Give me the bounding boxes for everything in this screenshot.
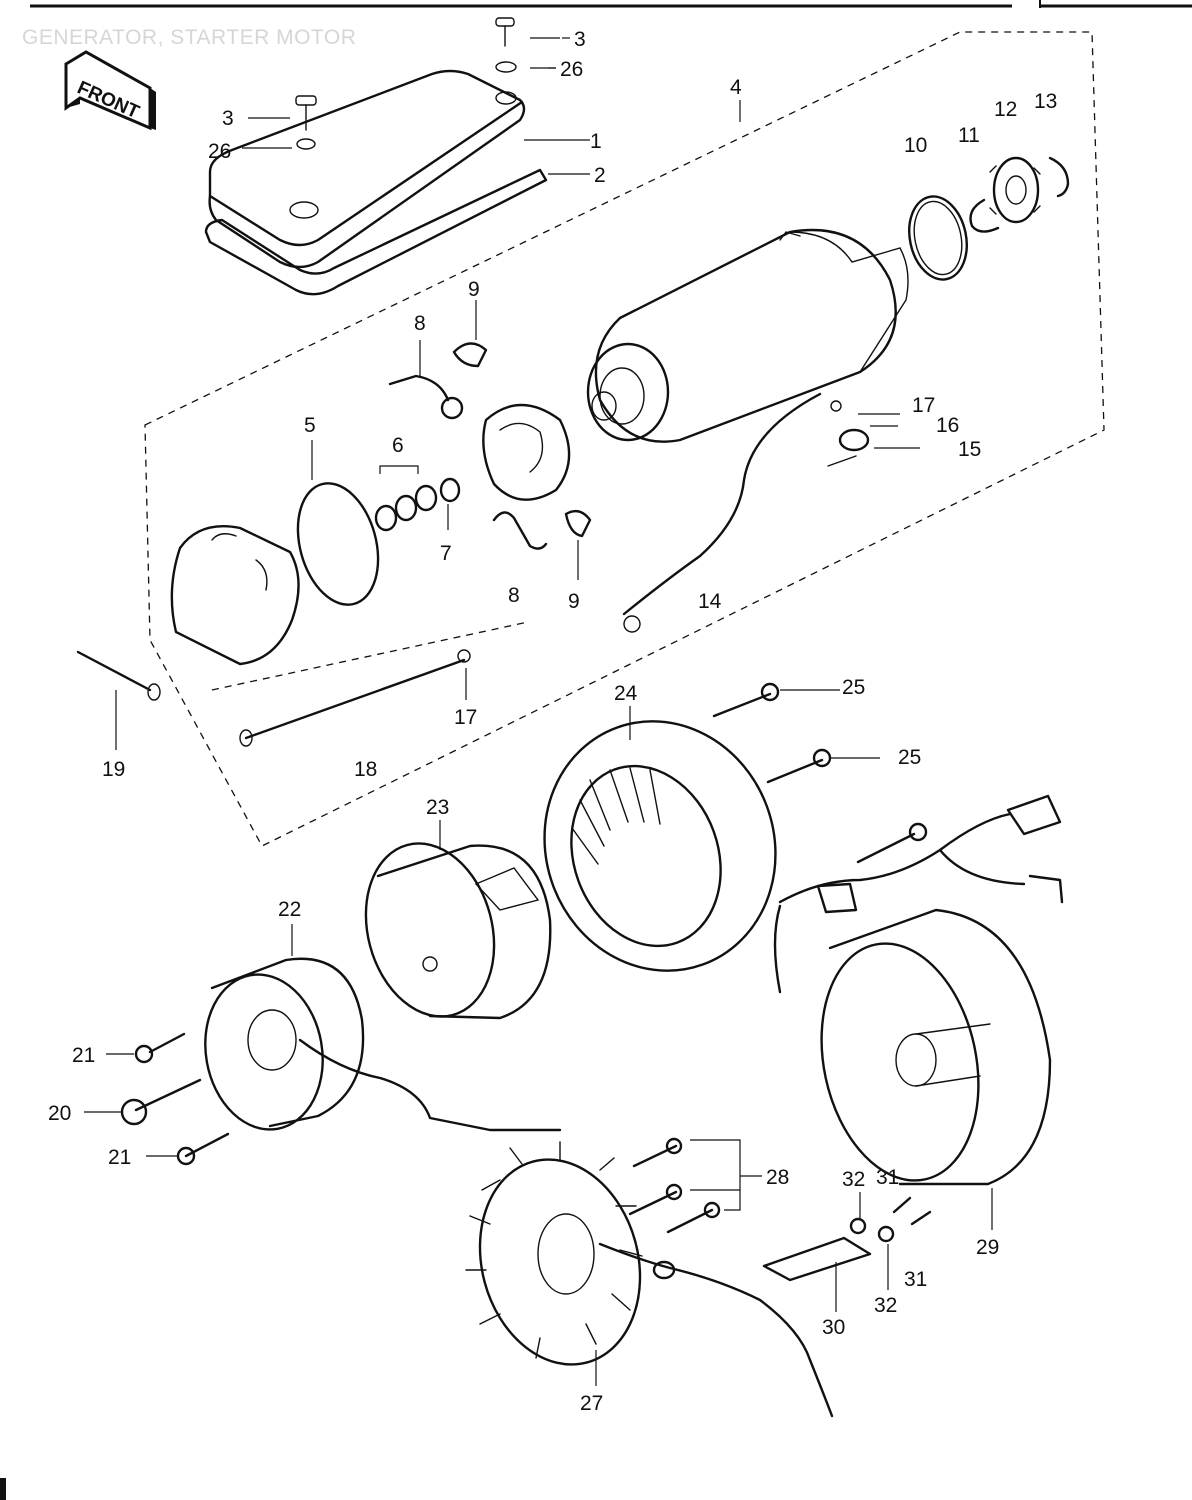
callout-13: 13 [1034,90,1057,113]
through-bolt [239,649,471,747]
callout-32-upper: 32 [842,1168,865,1191]
callout-19: 19 [102,758,125,781]
callout-4: 4 [730,76,742,99]
callout-18: 18 [354,758,377,781]
pickup-stator [465,1141,834,1418]
timing-plate [762,1196,932,1282]
callout-26: 26 [208,140,231,163]
callout-2: 2 [594,164,606,187]
stator-coil [543,720,777,972]
callout-20: 20 [48,1102,71,1125]
starter-cable [622,392,822,633]
pickup-screws [628,1137,721,1234]
assembly-axis [211,621,529,691]
callout-31-upper: 31 [876,1166,899,1189]
callout-23: 23 [426,796,449,819]
callout-31-lower: 31 [904,1268,927,1291]
brush-plate [482,403,571,501]
callout-16: 16 [936,414,959,437]
brush-lower [492,509,592,550]
callout-6: 6 [392,434,404,457]
callout-32-lower: 32 [874,1294,897,1317]
page-edge-mark [0,1478,6,1500]
callout-14: 14 [698,590,722,613]
callout-22: 22 [278,898,301,921]
starter-pinion-gear [989,156,1041,224]
callout-5: 5 [304,414,316,437]
callout-12: 12 [994,98,1017,121]
starter-o-ring [908,195,968,281]
rotor [204,957,562,1132]
end-cover [170,525,300,666]
starter-group-outline [144,31,1105,847]
callout-27: 27 [580,1392,603,1415]
callout-9-upper: 9 [468,278,480,301]
shim-washers [374,477,461,532]
o-ring-large [296,482,380,606]
flywheel-cover [820,908,1052,1186]
terminal-nuts [827,400,870,467]
callout-8-lower: 8 [508,584,520,607]
callout-21-upper: 21 [72,1044,95,1067]
callout-28: 28 [766,1166,789,1189]
callout-3: 3 [222,107,234,130]
callout-25-lower: 25 [898,746,921,769]
callout-15: 15 [958,438,981,461]
circlip [969,198,1000,233]
callout-25-upper: 25 [842,676,865,699]
callouts: 3 26 3 26 1 2 4 10 11 12 13 9 8 5 6 7 8 … [48,28,1057,1415]
callout-24: 24 [614,682,638,705]
callout-9-lower: 9 [568,590,580,613]
callout-8-upper: 8 [414,312,426,335]
callout-1: 1 [590,130,602,153]
cover-screw [295,17,517,150]
front-direction-arrow: FRONT [64,50,156,131]
callout-11: 11 [958,124,980,147]
cover-gasket [204,168,548,296]
starter-cover [208,69,526,269]
stator-harness [773,794,1064,994]
brush-upper [388,342,488,420]
stator-bolts [712,682,832,784]
callout-29: 29 [976,1236,999,1259]
callout-17-lower: 17 [454,706,477,729]
callout-3-top: 3 [574,28,586,51]
starter-motor [586,228,909,443]
callout-10: 10 [904,134,927,157]
callout-21-lower: 21 [108,1146,131,1169]
diagram-title: GENERATOR, STARTER MOTOR [22,26,356,49]
snap-ring [1048,156,1070,198]
rotor-housing [364,842,552,1020]
rotor-bolts [120,1032,230,1166]
mounting-bolt [76,650,161,701]
callout-7: 7 [440,542,452,565]
callout-dash-marks [548,37,590,141]
leader-lines [84,37,993,1386]
callout-26-top: 26 [560,58,583,81]
callout-17-upper: 17 [912,394,935,417]
callout-30: 30 [822,1316,845,1339]
